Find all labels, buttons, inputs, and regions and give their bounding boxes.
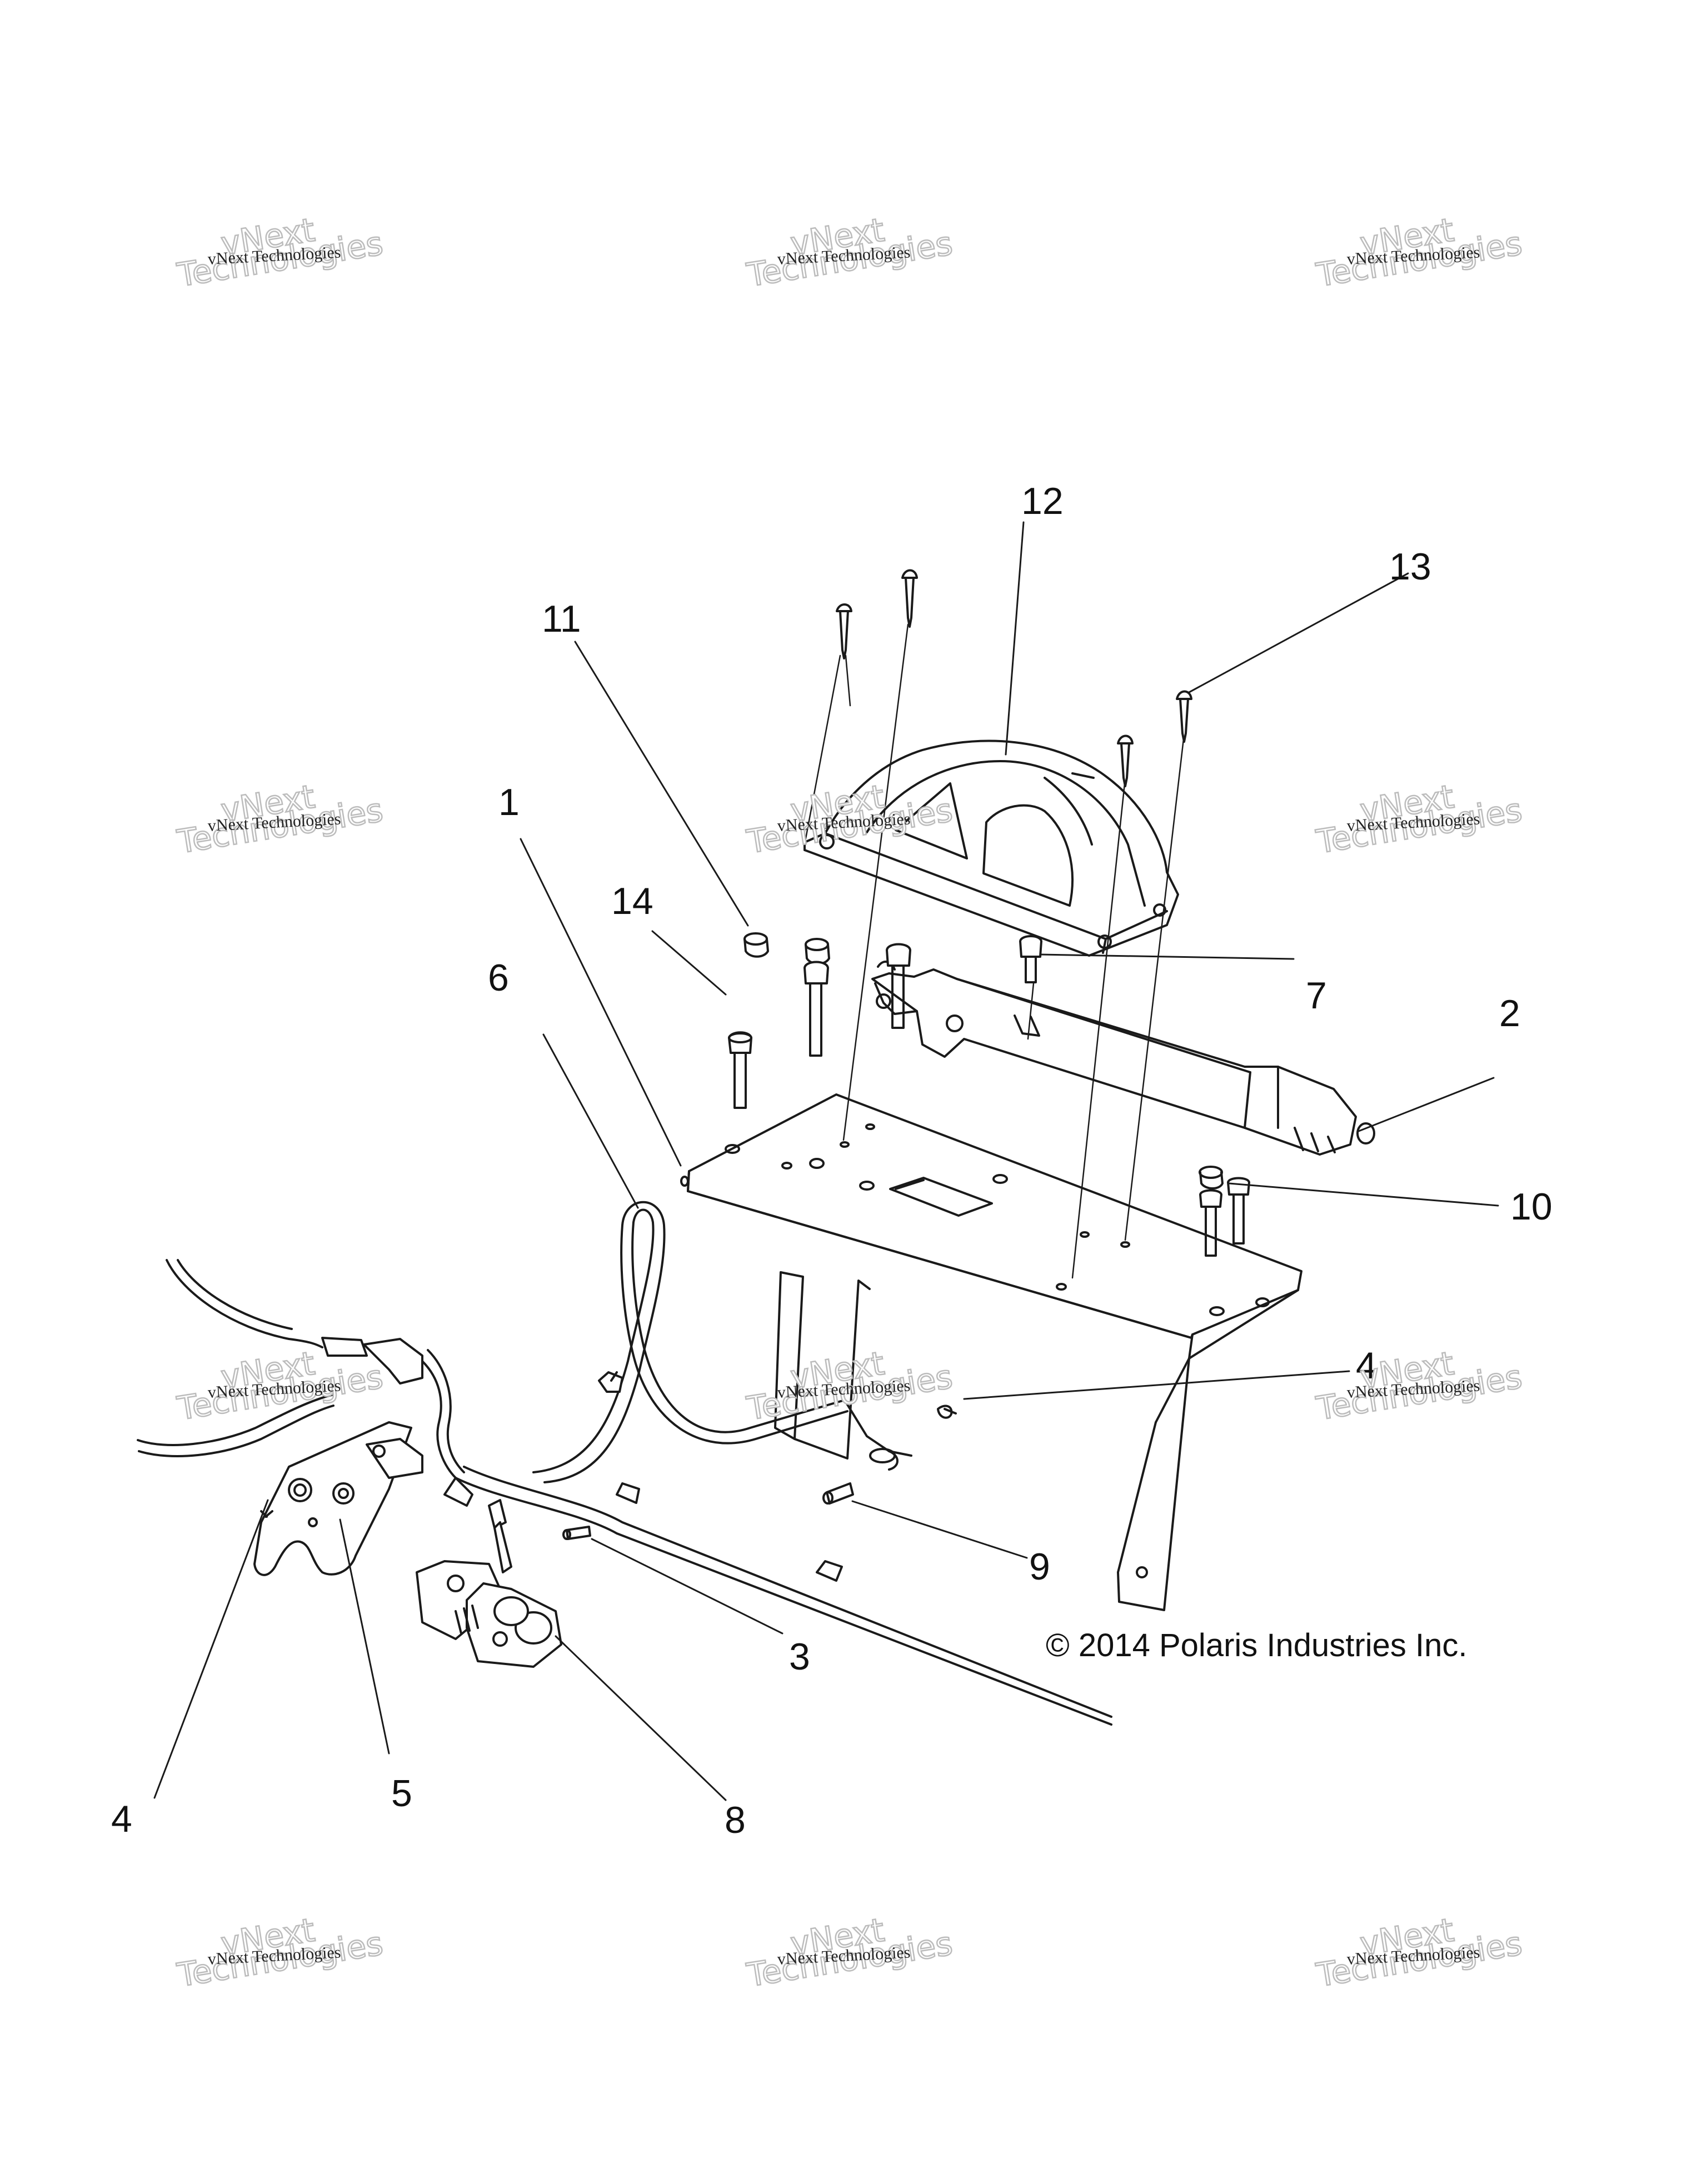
callout-4-right: 4 (1356, 1345, 1377, 1387)
watermark: vNext Technologies vNext Technologies (174, 1343, 408, 1445)
cable-bracket (253, 1421, 423, 1576)
watermark: vNext Technologies vNext Technologies (174, 1910, 408, 2011)
watermark: vNext Technologies vNext Technologies (744, 210, 978, 311)
callout-12: 12 (1021, 480, 1064, 522)
copyright-notice: © 2014 Polaris Industries Inc. (1046, 1627, 1468, 1663)
watermark: vNext Technologies vNext Technologies (744, 1343, 978, 1445)
callout-2: 2 (1499, 992, 1520, 1034)
callout-10: 10 (1510, 1186, 1553, 1228)
callout-11: 11 (542, 598, 581, 640)
watermark: vNext Technologies vNext Technologies (1314, 777, 1548, 878)
callout-13: 13 (1389, 546, 1431, 588)
callout-1: 1 (498, 781, 520, 823)
watermark: vNext Technologies vNext Technologies (744, 777, 978, 878)
watermark: vNext Technologies vNext Technologies (1314, 1910, 1548, 2011)
pins (562, 1405, 957, 1540)
watermark: vNext Technologies vNext Technologies (744, 1910, 978, 2011)
callout-14: 14 (611, 880, 653, 922)
lever-cover (803, 739, 1179, 957)
callout-4-left: 4 (111, 1798, 132, 1840)
callout-5: 5 (391, 1772, 412, 1815)
leader-lines (153, 521, 1499, 1801)
callout-9: 9 (1029, 1546, 1050, 1588)
watermark: vNext Technologies vNext Technologies (174, 210, 408, 311)
callout-7: 7 (1306, 974, 1327, 1017)
bolts (728, 569, 1250, 1257)
cables (137, 1201, 1112, 1726)
hand-lever (871, 961, 1375, 1156)
brake-switch (416, 1499, 562, 1668)
watermark: vNext Technologies vNext Technologies (1314, 210, 1548, 311)
callout-3: 3 (789, 1636, 810, 1678)
callout-6: 6 (488, 957, 509, 999)
watermark: vNext Technologies vNext Technologies (174, 777, 408, 878)
watermark: vNext Technologies vNext Technologies (1314, 1343, 1548, 1445)
mounting-plate (680, 1093, 1302, 1611)
callout-8: 8 (725, 1799, 746, 1841)
